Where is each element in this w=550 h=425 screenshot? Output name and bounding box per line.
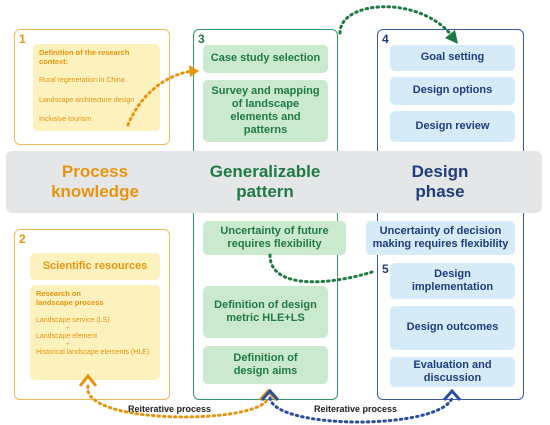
orange-dotted-loop-bottom: [86, 384, 270, 419]
research-plus-1: +: [66, 325, 70, 332]
context-item-3: Inclusive tourism: [39, 116, 92, 124]
design-review-card: Design review: [390, 111, 515, 142]
design-outcomes-card: Design outcomes: [390, 306, 515, 350]
context-item-1: Rural regeneration in China: [39, 76, 125, 84]
arrowhead-orange-top: [189, 65, 199, 77]
design-phase-title: Design phase: [411, 162, 469, 201]
generalizable-pattern-title: Generalizable pattern: [209, 162, 321, 201]
design-implementation-card: Design implementation: [390, 263, 515, 299]
green-dotted-arrow-top: [338, 5, 454, 38]
scientific-resources-card: Scientific resources: [30, 253, 160, 280]
panel-2-number: 2: [19, 232, 26, 246]
panel-3-number: 3: [198, 32, 205, 46]
research-item-2: Landscape element: [36, 333, 98, 340]
context-item-2: Landscape architecture design: [39, 96, 135, 104]
process-knowledge-title: Process knowledge: [51, 162, 139, 201]
uncertainty-decision-card: Uncertainty of decision making requires …: [366, 221, 515, 255]
research-item-1: Landscape service (LS): [36, 316, 110, 324]
goal-setting-card: Goal setting: [390, 45, 515, 71]
phase-band: [6, 151, 542, 213]
uncertainty-future-card: Uncertainty of future requires flexibili…: [203, 221, 346, 255]
evaluation-discussion-card: Evaluation and discussion: [390, 357, 515, 387]
orange-dotted-arrow-top: [126, 69, 194, 127]
reiterative-caption-right: Reiterative process: [314, 404, 398, 414]
research-item-3: Historical landscape elements (HLE): [36, 349, 150, 357]
panel-5-number: 5: [382, 262, 389, 276]
arrowhead-orange-bottom: [78, 373, 98, 387]
green-dotted-arrow-mid: [268, 253, 374, 284]
reiterative-caption-left: Reiterative process: [128, 404, 212, 414]
arrowhead-blue-bottom-left: [260, 388, 280, 401]
panel-1-number: 1: [19, 32, 26, 46]
survey-mapping-card: Survey and mapping of landscape elements…: [203, 80, 328, 142]
arrowhead-green-top: [445, 30, 458, 44]
blue-dotted-loop-bottom: [268, 396, 454, 424]
design-options-card: Design options: [390, 77, 515, 105]
design-metric-card: Definition of design metric HLE+LS: [203, 286, 328, 338]
research-plus-2: +: [66, 341, 70, 348]
panel-4-number: 4: [382, 32, 389, 46]
design-aims-card: Definition of design aims: [203, 346, 328, 384]
case-study-card: Case study selection: [203, 45, 328, 73]
arrowhead-blue-bottom-right: [442, 388, 462, 401]
research-title: Research on landscape process: [36, 289, 104, 308]
research-context-title: Definition of the research context:: [39, 48, 130, 67]
research-landscape-card: Research on landscape process Landscape …: [30, 285, 160, 380]
research-context-card: Definition of the research context: Rura…: [33, 44, 160, 131]
